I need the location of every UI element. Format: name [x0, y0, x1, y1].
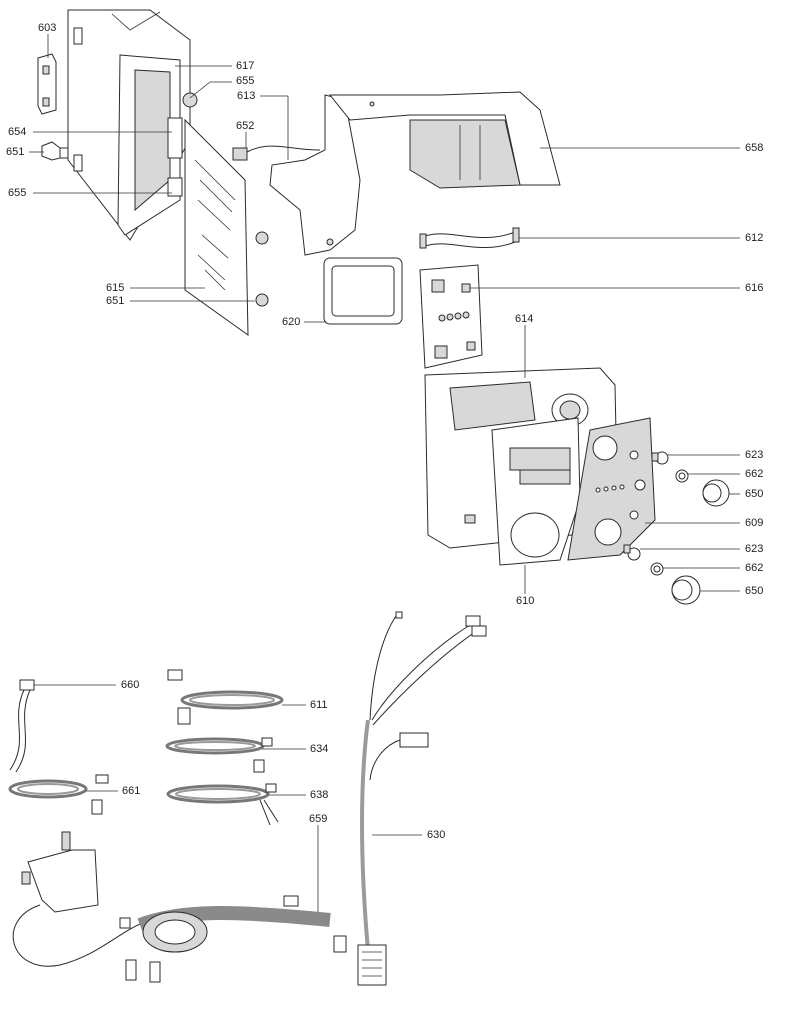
part-650-knob-b [671, 575, 701, 605]
label-612: 612 [745, 232, 764, 244]
label-655-bottom: 655 [8, 187, 27, 199]
label-651-bottom: 651 [106, 295, 125, 307]
label-623-bottom: 623 [745, 543, 764, 555]
label-638: 638 [310, 789, 329, 801]
label-623-top: 623 [745, 449, 764, 461]
label-652: 652 [236, 120, 255, 132]
label-654: 654 [8, 126, 27, 138]
part-652-connector [232, 145, 321, 161]
part-623-shaft-b [623, 544, 641, 561]
label-620: 620 [282, 316, 301, 328]
part-659-harness-module [12, 831, 347, 983]
part-634-cable [165, 737, 273, 773]
part-611-cable [167, 669, 284, 725]
part-662-ring-a [675, 469, 689, 483]
part-661-cable [8, 774, 109, 815]
part-609-decal [567, 417, 656, 561]
label-658: 658 [745, 142, 764, 154]
part-617-housing [67, 9, 191, 241]
part-615-pcb [167, 92, 269, 336]
label-630: 630 [427, 829, 446, 841]
label-609: 609 [745, 517, 764, 529]
part-623-shaft-a [651, 451, 669, 465]
label-650-top: 650 [745, 488, 764, 500]
label-611: 611 [310, 699, 328, 711]
label-655-top: 655 [236, 75, 255, 87]
part-630-harness [357, 611, 487, 986]
label-616: 616 [745, 282, 764, 294]
leader-lines [29, 34, 740, 912]
part-612-ribbon-cable [419, 227, 520, 249]
label-660: 660 [121, 679, 140, 691]
part-658-top-bracket [328, 91, 561, 189]
label-661: 661 [122, 785, 141, 797]
part-660-wire [9, 679, 35, 773]
label-614: 614 [515, 313, 534, 325]
part-662-ring-b [650, 562, 664, 576]
label-650-bottom: 650 [745, 585, 764, 597]
part-613-bracket [269, 94, 361, 256]
label-651-top: 651 [6, 146, 25, 158]
label-634: 634 [310, 743, 329, 755]
part-651-clip [41, 141, 69, 161]
part-650-knob-a [702, 479, 730, 507]
part-610-front-cover [491, 417, 581, 566]
label-662-bottom: 662 [745, 562, 764, 574]
label-610: 610 [516, 595, 535, 607]
part-620-gasket [323, 257, 403, 325]
label-615: 615 [106, 282, 125, 294]
label-659: 659 [309, 813, 328, 825]
part-616-control-pcb [419, 264, 483, 369]
label-662-top: 662 [745, 468, 764, 480]
part-638-cable [166, 783, 279, 826]
label-613: 613 [237, 90, 256, 102]
label-603: 603 [38, 22, 57, 34]
part-603-bracket [37, 53, 57, 115]
label-617: 617 [236, 60, 255, 72]
